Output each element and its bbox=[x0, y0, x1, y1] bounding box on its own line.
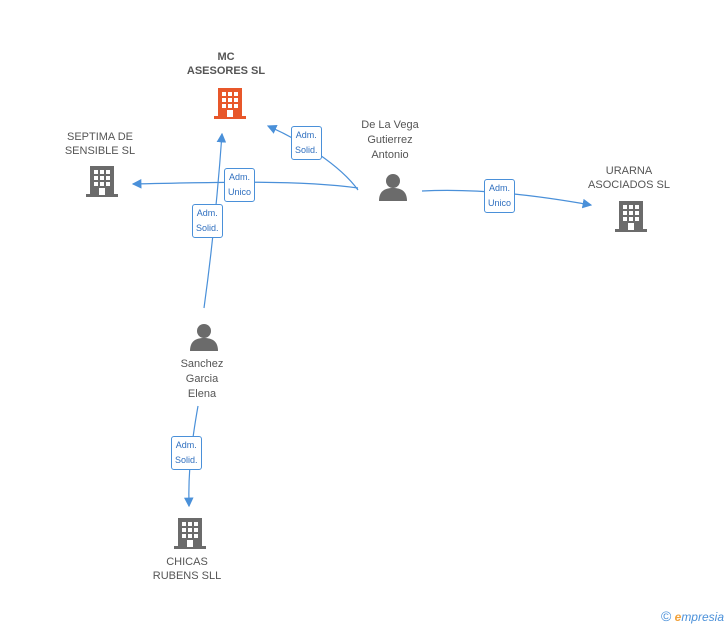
company-label-mc[interactable]: MC ASESORES SL bbox=[176, 50, 276, 78]
edge-role-line2: Solid. bbox=[295, 145, 318, 155]
building-icon-septima[interactable] bbox=[86, 164, 118, 198]
empresia-logo[interactable]: © empresia bbox=[661, 608, 724, 624]
person-name-line2: Garcia bbox=[185, 373, 219, 385]
edge-label-delavega-mc[interactable]: Adm. Solid. bbox=[291, 126, 322, 160]
edge-role-line1: Adm. bbox=[489, 183, 511, 193]
company-name-line1: SEPTIMA DE bbox=[66, 131, 134, 143]
building-icon-mc[interactable] bbox=[214, 86, 246, 120]
person-label-delavega[interactable]: De La Vega Gutierrez Antonio bbox=[340, 118, 440, 163]
company-name-line2: RUBENS SLL bbox=[152, 570, 222, 582]
edge-label-sanchez-chicas[interactable]: Adm. Solid. bbox=[171, 436, 202, 470]
copyright-symbol: © bbox=[660, 608, 672, 624]
company-name-line2: ASESORES SL bbox=[186, 65, 266, 77]
edge-role-line2: Solid. bbox=[175, 455, 198, 465]
brand-name: mpresia bbox=[681, 610, 724, 624]
brand-initial: e bbox=[674, 610, 682, 624]
edge-label-sanchez-mc[interactable]: Adm. Solid. bbox=[192, 204, 223, 238]
edge-role-line2: Unico bbox=[488, 198, 512, 208]
company-name-line2: SENSIBLE SL bbox=[64, 145, 136, 157]
edge-delavega-septima bbox=[131, 179, 359, 189]
person-label-sanchez[interactable]: Sanchez Garcia Elena bbox=[152, 357, 252, 402]
person-name-line1: De La Vega bbox=[361, 119, 419, 131]
building-icon-urarna[interactable] bbox=[615, 199, 647, 233]
person-icon-delavega[interactable] bbox=[377, 172, 409, 202]
edge-role-line2: Unico bbox=[228, 187, 252, 197]
person-icon-sanchez[interactable] bbox=[188, 322, 220, 352]
edge-role-line2: Solid. bbox=[196, 223, 219, 233]
edge-role-line1: Adm. bbox=[196, 208, 218, 218]
building-icon-chicas[interactable] bbox=[174, 516, 206, 550]
edge-role-line1: Adm. bbox=[175, 440, 197, 450]
edge-label-delavega-septima[interactable]: Adm. Unico bbox=[224, 168, 256, 202]
company-label-septima[interactable]: SEPTIMA DE SENSIBLE SL bbox=[50, 130, 150, 158]
edge-role-line1: Adm. bbox=[229, 172, 251, 182]
company-name-line2: ASOCIADOS SL bbox=[588, 179, 670, 191]
person-name-line1: Sanchez bbox=[180, 358, 224, 370]
edge-label-delavega-urarna[interactable]: Adm. Unico bbox=[484, 179, 516, 213]
person-name-line3: Antonio bbox=[371, 149, 409, 161]
person-name-line2: Gutierrez bbox=[367, 134, 413, 146]
company-name-line1: CHICAS bbox=[166, 556, 208, 568]
company-label-urarna[interactable]: URARNA ASOCIADOS SL bbox=[579, 164, 679, 192]
person-name-line3: Elena bbox=[187, 388, 217, 400]
company-name-line1: URARNA bbox=[605, 165, 653, 177]
company-label-chicas[interactable]: CHICAS RUBENS SLL bbox=[137, 555, 237, 583]
company-name-line1: MC bbox=[217, 51, 235, 63]
edge-role-line1: Adm. bbox=[295, 130, 317, 140]
